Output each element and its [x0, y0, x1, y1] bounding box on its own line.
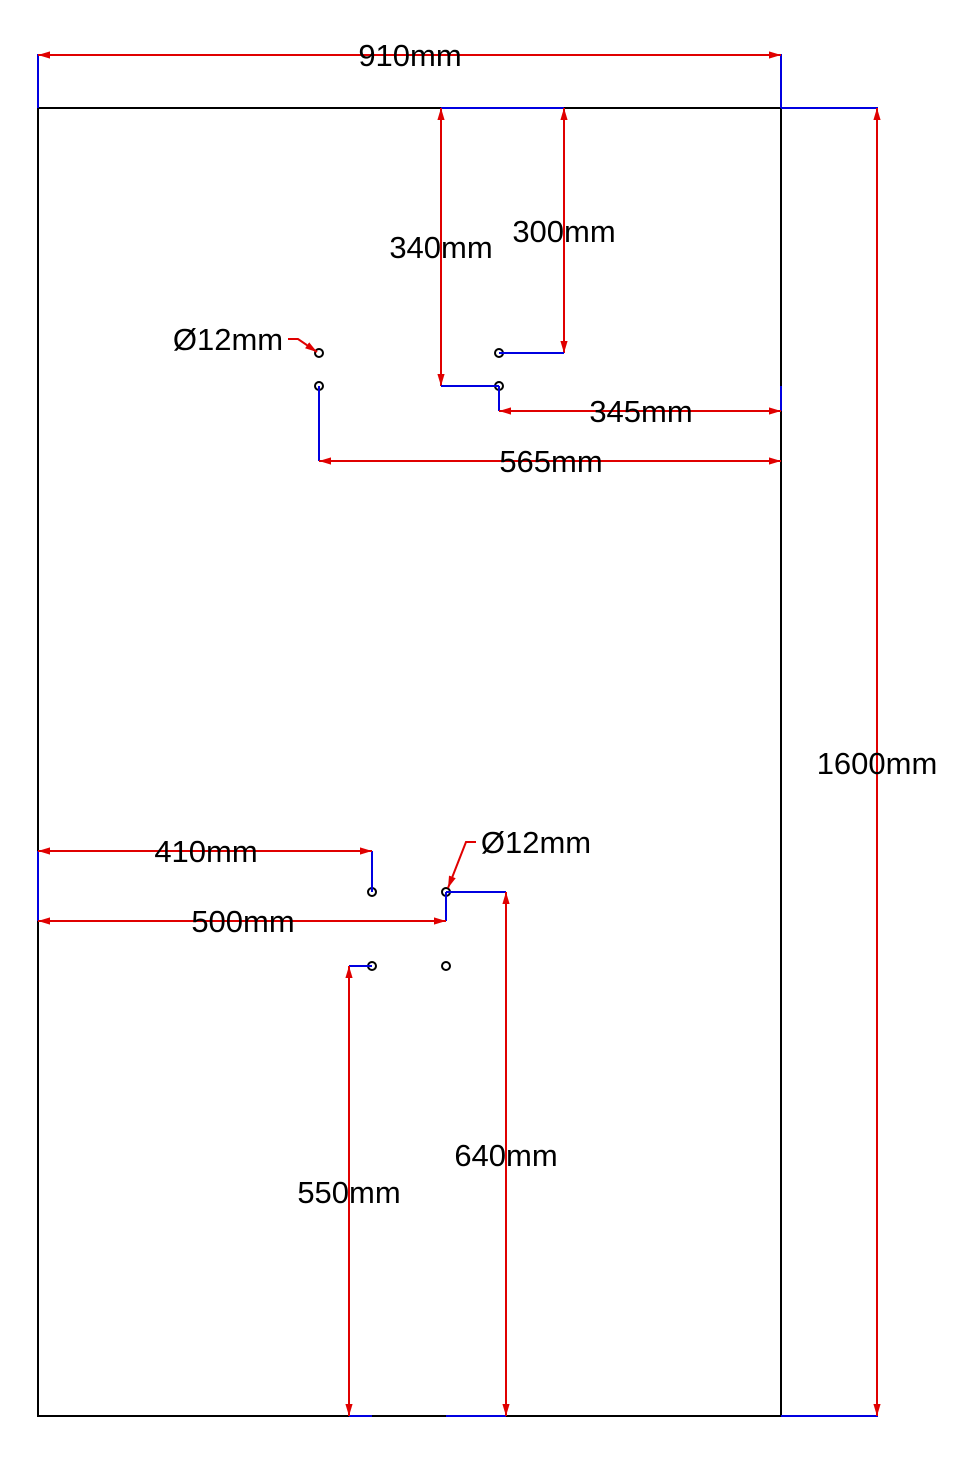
height-label: 1600mm — [817, 746, 938, 781]
panel-outline — [37, 107, 782, 1417]
dim-300-label: 300mm — [512, 214, 615, 249]
dim-500-label: 500mm — [191, 904, 294, 939]
width-label: 910mm — [358, 38, 461, 73]
dimension-height: 1600mm — [781, 107, 938, 1417]
dim-640-label: 640mm — [454, 1138, 557, 1173]
top-hole-group: 340mm 300mm 345mm 565mm Ø12mm — [173, 107, 782, 479]
dim-340-label: 340mm — [389, 230, 492, 265]
hole — [314, 348, 324, 358]
hole-diameter-label-bottom: Ø12mm — [481, 825, 591, 860]
dim-565-label: 565mm — [499, 444, 602, 479]
dim-345-label: 345mm — [589, 394, 692, 429]
dimension-width: 910mm — [37, 38, 782, 108]
hole — [441, 961, 451, 971]
dim-550-label: 550mm — [297, 1175, 400, 1210]
hole-diameter-label-top: Ø12mm — [173, 322, 283, 357]
bottom-hole-group: 410mm 500mm 640mm 550mm Ø12mm — [37, 825, 591, 1417]
dim-410-label: 410mm — [154, 834, 257, 869]
